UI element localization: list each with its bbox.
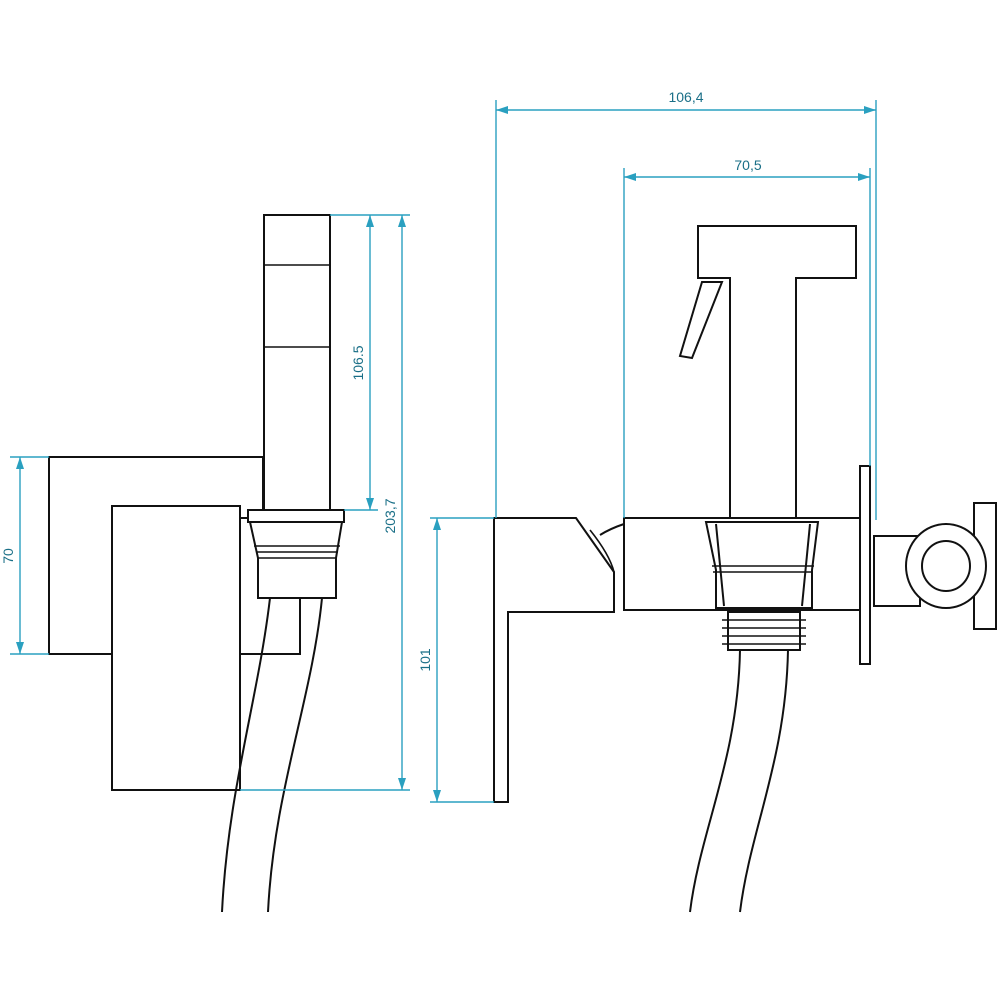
dimension-70-5: 70,5 xyxy=(623,157,871,518)
side-holder-nut xyxy=(247,509,345,523)
side-sprayer-handle xyxy=(263,214,331,511)
front-holder-nut xyxy=(704,521,820,609)
dimension-70: 70 xyxy=(0,456,49,655)
front-sprayer-trigger xyxy=(678,281,724,360)
dimension-101-label: 101 xyxy=(417,648,433,672)
front-hose xyxy=(689,649,741,913)
dimension-106-4: 106,4 xyxy=(495,89,877,520)
front-lever-handle xyxy=(493,517,615,803)
side-mixer-body xyxy=(111,505,241,791)
side-hose xyxy=(221,597,271,913)
dimension-70-label: 70 xyxy=(0,548,16,564)
front-view xyxy=(493,225,997,913)
dimension-203-7-label: 203,7 xyxy=(382,498,398,533)
dimension-101: 101 xyxy=(417,517,494,803)
side-view xyxy=(48,214,345,913)
front-sprayer-head xyxy=(697,225,857,519)
dimension-106-5-label: 106.5 xyxy=(350,345,366,380)
dimension-106-5: 106.5 xyxy=(330,214,410,511)
dimension-106-4-label: 106,4 xyxy=(668,89,703,105)
front-wall-flange xyxy=(859,465,871,665)
dimension-70-5-label: 70,5 xyxy=(734,157,761,173)
dimension-203-7: 203,7 xyxy=(240,215,410,791)
